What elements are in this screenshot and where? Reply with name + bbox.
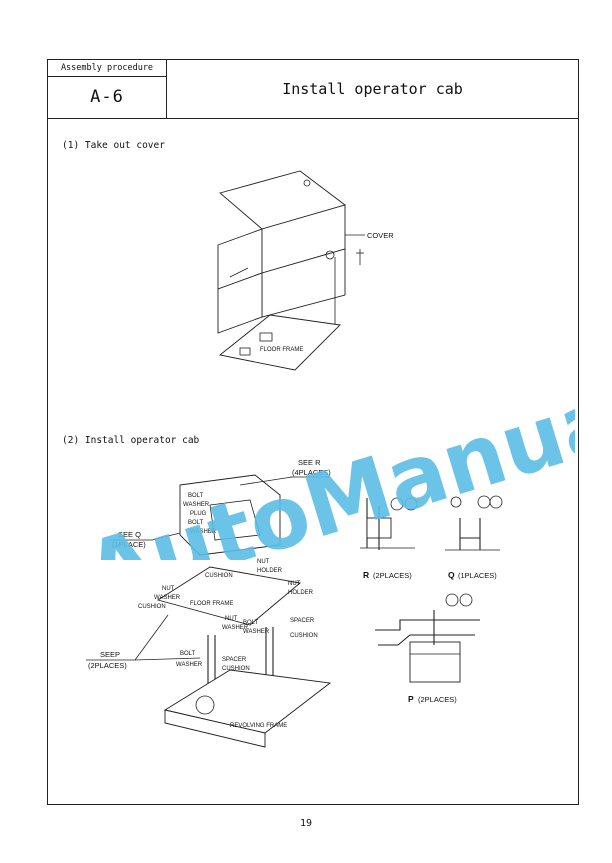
bolt-label-3: BOLT bbox=[243, 620, 259, 626]
nut-label-3: NUT bbox=[162, 586, 175, 592]
step-2-heading: (2) Install operator cab bbox=[62, 435, 200, 446]
cover-label: COVER bbox=[367, 231, 394, 240]
header-label: Assembly procedure bbox=[48, 60, 166, 77]
detail-r-callout-1 bbox=[390, 497, 404, 511]
detail-p-letter: P bbox=[408, 694, 414, 704]
page-number: 19 bbox=[299, 818, 313, 829]
washer-label-3: WASHER bbox=[154, 595, 181, 601]
cover-diagram: COVER FLOOR FRAME bbox=[217, 170, 394, 371]
revolving-frame-hole bbox=[195, 695, 215, 715]
see-r-label: SEE R bbox=[298, 458, 321, 467]
cover-lower-left bbox=[217, 272, 263, 334]
floor-frame-label: FLOOR FRAME bbox=[260, 347, 303, 353]
cab-window bbox=[209, 499, 261, 541]
washer-label-4: WASHER bbox=[222, 625, 249, 631]
detail-r-callout-2 bbox=[404, 497, 418, 511]
spacer-label-1: SPACER bbox=[290, 618, 315, 624]
washer-label-6: WASHER bbox=[176, 662, 203, 668]
cab-install-diagram: SEE R (4PLACES) BOLT WASHER PLUG BOLT WA… bbox=[86, 458, 331, 748]
see-p-label: SEEP bbox=[100, 650, 120, 659]
cushion-label-1: CUSHION bbox=[205, 573, 233, 579]
floor-frame-plate bbox=[218, 314, 341, 371]
nut-label-2: NUT bbox=[288, 581, 301, 587]
bolt-label-4: BOLT bbox=[180, 651, 196, 657]
revolving-frame-side bbox=[164, 709, 266, 748]
procedure-code: A-6 bbox=[90, 87, 124, 107]
floor-frame-label-2: FLOOR FRAME bbox=[190, 601, 233, 607]
see-q-place: (1PLACE) bbox=[112, 540, 146, 549]
washer-label-1: WASHER bbox=[183, 502, 210, 508]
bolt-label-2: BOLT bbox=[188, 520, 204, 526]
lid-knob bbox=[303, 179, 311, 187]
header-left: Assembly procedure A-6 bbox=[48, 60, 167, 118]
cover-edge bbox=[229, 267, 249, 278]
cab-frame bbox=[179, 474, 281, 556]
nut-label-1: NUT bbox=[257, 559, 270, 565]
header: Assembly procedure A-6 Install operator … bbox=[48, 60, 578, 119]
detail-q: Q (1PLACES) bbox=[445, 495, 503, 580]
see-q-leader bbox=[151, 532, 181, 541]
detail-p-cushion bbox=[409, 641, 461, 683]
spacer-label-2: SPACER bbox=[222, 657, 247, 663]
step-1-heading: (1) Take out cover bbox=[62, 140, 165, 151]
cushion-label-2: CUSHION bbox=[138, 604, 166, 610]
detail-r-letter: R bbox=[363, 570, 369, 580]
see-p-leader-2 bbox=[134, 657, 201, 661]
detail-q-places: (1PLACES) bbox=[458, 571, 497, 580]
bolt-label-1: BOLT bbox=[188, 493, 204, 499]
holder-label-2: HOLDER bbox=[288, 590, 314, 596]
page-title: Install operator cab bbox=[282, 80, 463, 98]
detail-q-callout-3 bbox=[489, 495, 503, 509]
plug-label: PLUG bbox=[190, 511, 207, 517]
floor-frame bbox=[156, 566, 302, 626]
see-p-places: (2PLACES) bbox=[88, 661, 127, 670]
cushion-label-3: CUSHION bbox=[290, 633, 318, 639]
detail-q-callout-1 bbox=[450, 496, 462, 508]
see-r-places: (4PLACES) bbox=[292, 468, 331, 477]
see-r-leader bbox=[239, 476, 293, 486]
detail-q-callout-2 bbox=[477, 495, 491, 509]
floor-frame-cutout bbox=[259, 332, 273, 342]
see-q-label: SEE Q bbox=[118, 530, 141, 539]
cover-hole bbox=[325, 250, 335, 260]
detail-p-frame-bottom bbox=[378, 634, 475, 646]
detail-p: P (2PLACES) bbox=[375, 593, 480, 704]
washer-label-2: WASHER bbox=[190, 529, 217, 535]
nut-label-4: NUT bbox=[225, 616, 238, 622]
holder-label-1: HOLDER bbox=[257, 568, 283, 574]
detail-p-frame-top bbox=[375, 619, 480, 631]
detail-p-callout-1 bbox=[445, 593, 459, 607]
page-frame: Assembly procedure A-6 Install operator … bbox=[47, 59, 579, 805]
detail-r-places: (2PLACES) bbox=[373, 571, 412, 580]
cushion-label-4: CUSHION bbox=[222, 666, 250, 672]
see-p-leader-1 bbox=[134, 614, 169, 661]
detail-r: R (2PLACES) bbox=[360, 497, 418, 580]
revolving-frame-label: REVOLVING FRAME bbox=[230, 723, 287, 729]
detail-q-letter: Q bbox=[448, 570, 455, 580]
washer-label-5: WASHER bbox=[243, 629, 270, 635]
detail-p-callout-2 bbox=[459, 593, 473, 607]
floor-frame-cutout-2 bbox=[239, 347, 251, 356]
detail-p-places: (2PLACES) bbox=[418, 695, 457, 704]
